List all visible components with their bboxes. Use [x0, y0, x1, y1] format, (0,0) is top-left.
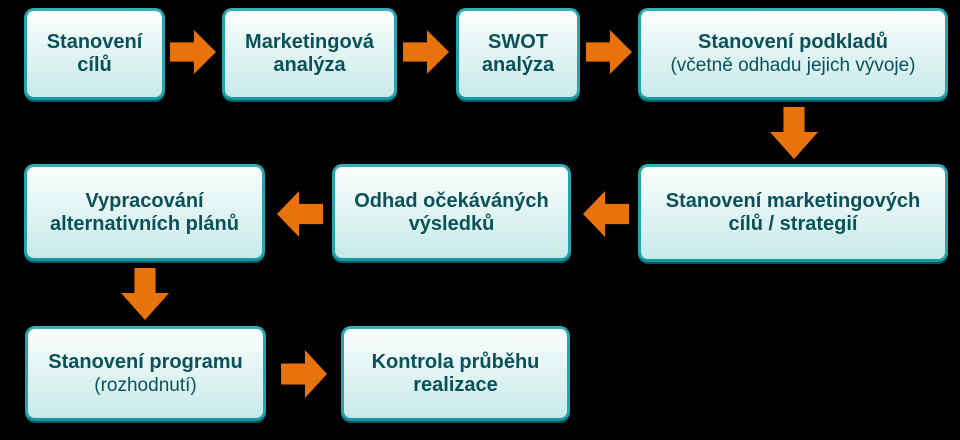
- step-stanoveni-marketingovych-cilu: Stanovení marketingových cílů / strategi…: [638, 164, 948, 262]
- arrow-down-icon-2: [121, 268, 169, 320]
- step-stanoveni-podkladu: Stanovení podkladů (včetně odhadu jejich…: [638, 8, 948, 100]
- step-label: SWOT analýza: [481, 31, 555, 76]
- step-kontrola-prubehu-realizace: Kontrola průběhu realizace: [341, 326, 570, 421]
- arrow-right-icon-2: [403, 30, 449, 74]
- arrow-right-icon-1: [170, 30, 216, 74]
- arrow-right-icon-3: [586, 30, 632, 74]
- step-odhad-ocekavanych-vysledku: Odhad očekáváných výsledků: [332, 164, 571, 261]
- step-label: Vypracování alternativních plánů: [50, 189, 239, 235]
- step-sublabel: (včetně odhadu jejich vývoje): [670, 55, 916, 76]
- step-stanoveni-cilu: Stanovení cílů: [24, 8, 165, 100]
- step-sublabel: (rozhodnutí): [94, 374, 197, 396]
- step-label: Kontrola průběhu realizace: [371, 350, 540, 396]
- step-label: Stanovení marketingových cílů / strategi…: [665, 190, 921, 235]
- step-label: Odhad očekáváných výsledků: [354, 189, 549, 235]
- arrow-left-icon-2: [277, 191, 323, 237]
- step-swot-analyza: SWOT analýza: [456, 8, 580, 100]
- arrow-down-icon-1: [770, 107, 818, 159]
- step-label: Stanovení programu: [48, 350, 243, 373]
- step-label: Stanovení podkladů: [697, 31, 889, 53]
- step-vypracovani-alternativnich-planu: Vypracování alternativních plánů: [24, 164, 265, 261]
- arrow-right-icon-4: [281, 350, 327, 398]
- step-label: Stanovení cílů: [46, 31, 143, 76]
- step-stanoveni-programu: Stanovení programu (rozhodnutí): [25, 326, 266, 421]
- step-label: Marketingová analýza: [245, 31, 374, 76]
- arrow-left-icon-1: [583, 191, 629, 237]
- step-marketingova-analyza: Marketingová analýza: [222, 8, 397, 100]
